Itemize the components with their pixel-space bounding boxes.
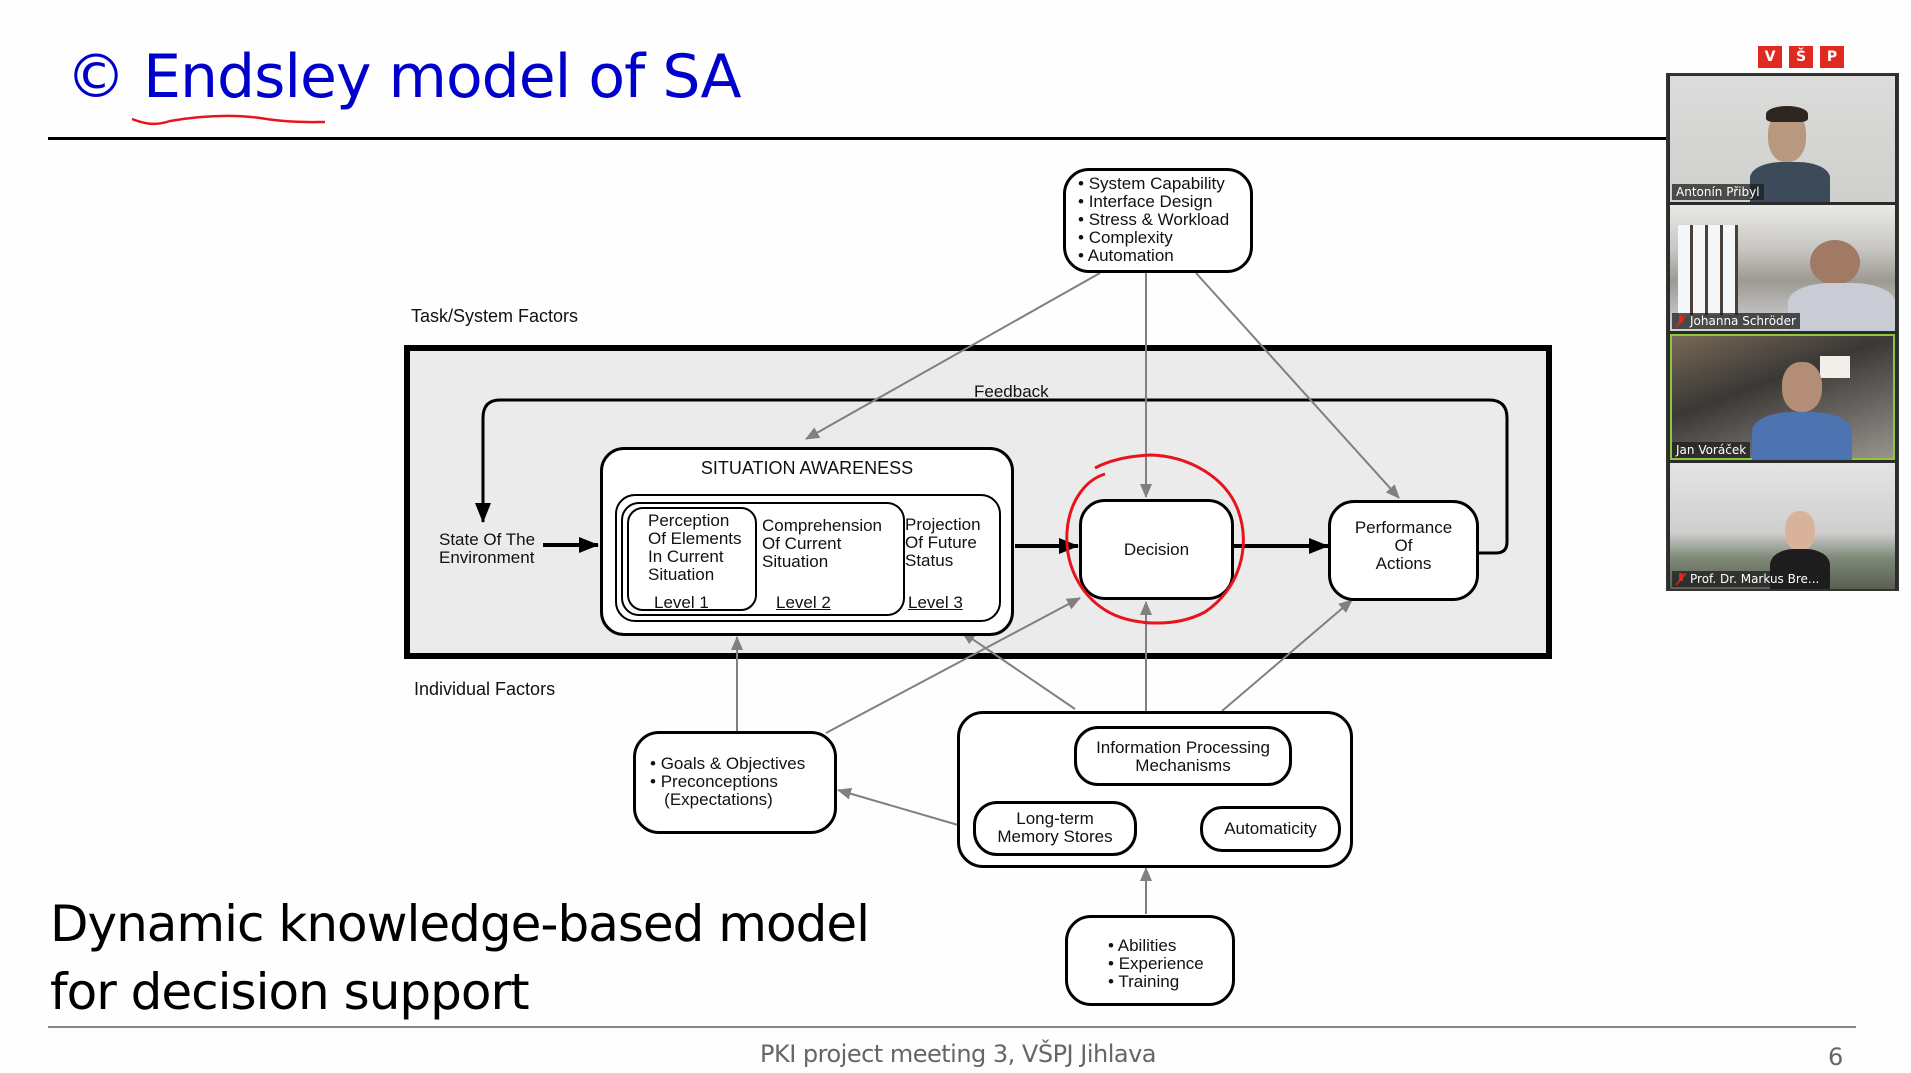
list-item: • Interface Design — [1078, 192, 1213, 211]
video-tile-active-speaker[interactable]: Jan Voráček — [1670, 334, 1895, 460]
individual-mechanisms-box: Information Processing Mechanisms Long-t… — [957, 711, 1353, 868]
page-number: 6 — [1828, 1043, 1844, 1071]
abilities-list: • Abilities • Experience • Training — [1108, 937, 1204, 991]
individual-factors-label: Individual Factors — [414, 679, 556, 699]
goals-box: • Goals & Objectives • Preconceptions (E… — [633, 731, 837, 834]
arrow-info-to-sa — [961, 631, 1076, 710]
sa-level1-frame — [627, 507, 757, 611]
window-background — [1678, 225, 1738, 315]
feedback-loop — [475, 398, 1509, 555]
sa-level3-frame — [615, 494, 1001, 622]
video-tile[interactable]: Antonín Přibyl — [1670, 76, 1895, 202]
logo-letter-p: P — [1820, 46, 1844, 68]
list-item: (Expectations) — [664, 790, 773, 809]
performance-box: Performance Of Actions — [1328, 500, 1479, 601]
list-item: • Training — [1108, 972, 1180, 991]
performance-label: Performance Of Actions — [1354, 518, 1453, 573]
projector-screen — [1820, 356, 1850, 378]
list-item: • Stress & Workload — [1078, 210, 1230, 229]
info-processing-label: Information Processing Mechanisms — [1096, 738, 1270, 775]
slide-title: © Endsley model of SA — [66, 42, 742, 112]
list-item: • Preconceptions — [650, 772, 778, 791]
list-item: • Experience — [1108, 954, 1204, 973]
sa-level2-text: Comprehension Of Current Situation — [762, 516, 883, 571]
list-item: • Goals & Objectives — [650, 754, 806, 773]
sa-level3-label: Level 3 — [908, 593, 963, 612]
participant-shirt — [1788, 283, 1895, 331]
automaticity-label: Automaticity — [1224, 819, 1317, 838]
muted-mic-icon — [1675, 314, 1687, 328]
arrow-system-to-sa — [805, 272, 1101, 440]
slide-subtitle: Dynamic knowledge-based model for decisi… — [50, 895, 870, 1021]
participant-face — [1785, 511, 1815, 551]
sa-level2-frame — [621, 502, 905, 616]
video-tile[interactable]: Prof. Dr. Markus Bre... — [1670, 463, 1895, 589]
footer-text: PKI project meeting 3, VŠPJ Jihlava — [760, 1040, 1157, 1068]
participant-name: Antonín Přibyl — [1672, 184, 1764, 200]
goals-list: • Goals & Objectives • Preconceptions (E… — [650, 755, 805, 809]
video-tile[interactable]: Johanna Schröder — [1670, 205, 1895, 331]
participant-hair — [1766, 106, 1808, 122]
list-item: • Automation — [1078, 246, 1174, 265]
title-divider — [48, 137, 1670, 140]
system-factors-list: • System Capability • Interface Design •… — [1078, 175, 1229, 265]
list-item: • Complexity — [1078, 228, 1173, 247]
list-item: • System Capability — [1078, 174, 1225, 193]
sa-level1-text: Perception Of Elements In Current Situat… — [648, 511, 742, 584]
long-term-memory-box: Long-term Memory Stores — [973, 801, 1137, 856]
participant-name: Johanna Schröder — [1672, 313, 1800, 329]
sa-level3-text: Projection Of Future Status — [905, 515, 981, 570]
state-of-environment-label: State Of The Environment — [439, 530, 536, 567]
feedback-label: Feedback — [974, 382, 1049, 401]
arrow-system-to-performance — [1195, 272, 1400, 499]
logo-letter-v: V — [1758, 46, 1782, 68]
participant-head — [1810, 240, 1860, 285]
sa-level1-label: Level 1 — [654, 593, 709, 612]
arrow-info-to-performance — [1221, 599, 1353, 712]
abilities-box: • Abilities • Experience • Training — [1065, 915, 1235, 1006]
arrow-info-to-goals — [837, 787, 959, 826]
participant-name: Jan Voráček — [1672, 442, 1751, 458]
info-processing-box: Information Processing Mechanisms — [1074, 726, 1292, 786]
system-factors-box: • System Capability • Interface Design •… — [1063, 168, 1253, 273]
arrow-goals-to-decision — [825, 597, 1081, 734]
sa-title: SITUATION AWARENESS — [700, 458, 914, 478]
footer-divider — [48, 1026, 1856, 1028]
red-underline-annotation — [131, 114, 326, 126]
participant-shirt — [1752, 412, 1852, 460]
sa-level2-label: Level 2 — [776, 593, 831, 612]
automaticity-box: Automaticity — [1200, 806, 1341, 852]
task-system-factors-label: Task/System Factors — [411, 306, 579, 326]
decision-label: Decision — [1123, 540, 1190, 559]
decision-box: Decision — [1079, 499, 1234, 600]
participant-name: Prof. Dr. Markus Bre... — [1672, 571, 1824, 587]
long-term-memory-label: Long-term Memory Stores — [997, 809, 1113, 846]
video-call-panel[interactable]: Antonín Přibyl Johanna Schröder Jan Vorá… — [1666, 73, 1899, 591]
list-item: • Abilities — [1108, 936, 1177, 955]
muted-mic-icon — [1675, 572, 1687, 586]
participant-face — [1782, 362, 1822, 412]
situation-awareness-box: SITUATION AWARENESS Perception Of Elemen… — [600, 447, 1014, 636]
logo-letter-s: Š — [1789, 46, 1813, 68]
